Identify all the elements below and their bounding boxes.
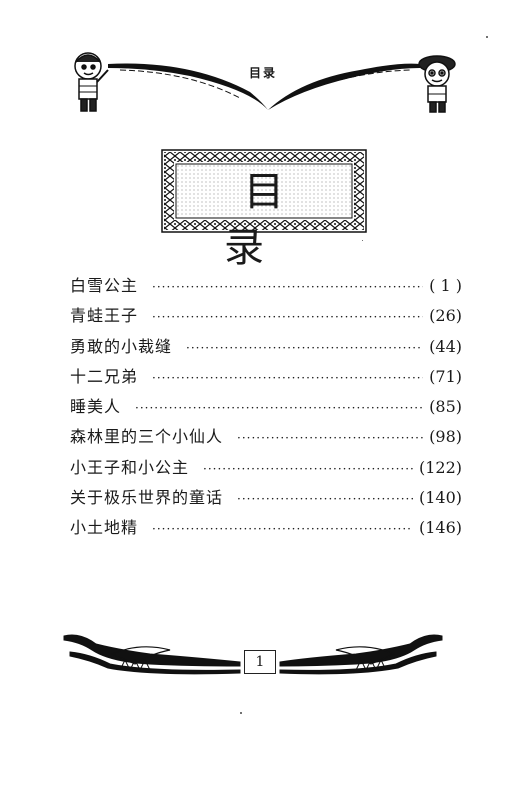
toc-entry-page: (146) [418, 518, 462, 538]
toc-entry-title: 森林里的三个小仙人 [70, 427, 224, 447]
right-cartoon-icon [418, 55, 456, 113]
toc-entry[interactable]: 白雪公主 ( 1 ) [70, 272, 462, 302]
page-title: 目 录 [224, 169, 324, 271]
toc-entry-title: 白雪公主 [70, 276, 139, 295]
toc-leader-dots [152, 310, 423, 324]
running-header-title: 目录 [248, 66, 277, 80]
right-scroll-ornament [279, 634, 443, 675]
toc-entry-title: 青蛙王子 [70, 306, 139, 326]
right-swoosh [268, 63, 420, 110]
toc-entry-page: (122) [418, 457, 462, 477]
toc-entry[interactable]: 青蛙王子 (26) [70, 302, 462, 332]
toc-entry[interactable]: 小王子和小公主 (122) [70, 454, 462, 484]
left-scroll-ornament [63, 634, 241, 675]
footer-ornament [63, 634, 443, 675]
toc-leader-dots [237, 492, 413, 506]
toc-entry-page: (26) [429, 306, 462, 326]
toc-entry-page: (44) [429, 336, 462, 356]
toc-leader-dots [152, 371, 423, 385]
toc-leader-dots [152, 280, 423, 294]
page-header: 目录 [0, 40, 506, 120]
toc-entry[interactable]: 森林里的三个小仙人 (98) [70, 423, 462, 453]
toc-entry-page: ( 1 ) [429, 276, 462, 295]
toc-leader-dots [152, 522, 413, 536]
page-footer: 1 [0, 620, 506, 690]
table-of-contents: 白雪公主 ( 1 ) 青蛙王子 (26) 勇敢的小裁缝 (44) 十二兄弟 (7… [70, 272, 462, 545]
scan-speck [362, 240, 363, 241]
title-frame: 目 录 [160, 148, 368, 271]
header-ornament [74, 52, 456, 113]
toc-leader-dots [237, 431, 423, 445]
toc-entry[interactable]: 勇敢的小裁缝 (44) [70, 333, 462, 363]
toc-entry[interactable]: 睡美人 (85) [70, 393, 462, 423]
toc-entry-title: 睡美人 [70, 397, 122, 417]
toc-entry-title: 小王子和小公主 [70, 457, 190, 477]
toc-leader-dots [203, 462, 413, 476]
toc-entry-title: 关于极乐世界的童话 [70, 488, 224, 508]
toc-leader-dots [135, 401, 423, 415]
toc-entry-title: 勇敢的小裁缝 [70, 336, 173, 356]
toc-entry-page: (71) [429, 366, 462, 386]
toc-entry-page: (140) [418, 488, 462, 508]
toc-entry[interactable]: 十二兄弟 (71) [70, 363, 462, 393]
toc-leader-dots [186, 341, 423, 355]
toc-entry-page: (98) [429, 427, 462, 447]
toc-entry[interactable]: 小土地精 (146) [70, 514, 462, 544]
page-number: 1 [244, 650, 276, 674]
scan-speck [486, 36, 488, 38]
left-swoosh [108, 63, 268, 110]
ornamental-frame [161, 149, 367, 233]
scan-speck [240, 712, 242, 714]
toc-entry-title: 小土地精 [70, 518, 139, 538]
toc-entry[interactable]: 关于极乐世界的童话 (140) [70, 484, 462, 514]
left-cartoon-icon [74, 52, 109, 112]
toc-entry-page: (85) [429, 397, 462, 417]
toc-entry-title: 十二兄弟 [70, 366, 139, 386]
